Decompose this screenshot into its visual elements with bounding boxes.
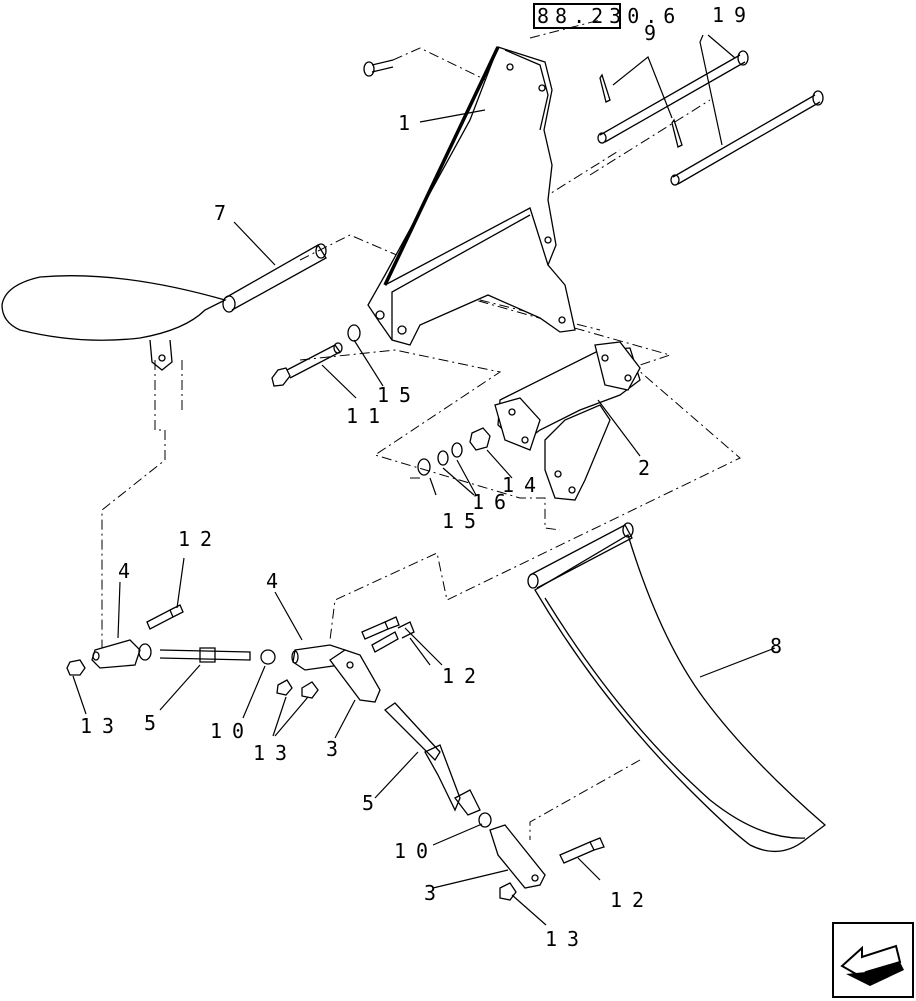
callout-13: 13: [545, 927, 589, 951]
part-7-left-flap: [1, 243, 327, 371]
callout-14: 14: [502, 473, 546, 497]
callout-8: 8: [770, 634, 788, 658]
callout-13: 13: [253, 741, 297, 765]
reference-box: [533, 3, 621, 29]
callout-12: 12: [610, 888, 654, 912]
callout-12: 12: [442, 664, 486, 688]
callout-5: 5: [144, 711, 162, 735]
callout-15: 15: [377, 383, 421, 407]
part-8-right-flap: [527, 522, 827, 852]
center-linkage: [276, 616, 481, 816]
callout-11: 11: [346, 404, 390, 428]
top-bolt: [363, 59, 394, 77]
left-linkage: [66, 604, 251, 676]
fastener-stack-14-15-16: [417, 427, 491, 476]
callout-12: 12: [178, 527, 222, 551]
cotter-pins-9: [599, 73, 683, 148]
callout-9: 9: [644, 21, 662, 45]
callout-15: 15: [442, 509, 486, 533]
callout-3: 3: [424, 881, 442, 905]
reference-number: 88.230.6: [537, 4, 682, 28]
callout-13: 13: [80, 714, 124, 738]
part-1-bracket: [367, 46, 576, 346]
callout-10: 10: [210, 719, 254, 743]
washer-10-top: [260, 649, 276, 665]
lower-linkage: [489, 824, 605, 901]
callouts: 1 2 3 3 4 4 5 5 7 8 9 10 10 11 12 12 12 …: [80, 3, 788, 951]
part-2-mount-bracket: [494, 341, 641, 501]
callout-4: 4: [118, 559, 136, 583]
callout-16: 16: [472, 490, 516, 514]
washer-10-bottom: [478, 812, 492, 828]
callout-7: 7: [214, 201, 232, 225]
previous-page-button[interactable]: [832, 922, 914, 998]
callout-10: 10: [394, 839, 438, 863]
arrow-left-icon: [840, 944, 904, 986]
pins-19: [597, 50, 824, 186]
callout-4: 4: [266, 569, 284, 593]
callout-3: 3: [326, 737, 344, 761]
bolt-11: [271, 342, 343, 387]
leader-lines: [72, 34, 776, 926]
washer-15-top: [347, 324, 361, 342]
callout-1: 1: [398, 111, 416, 135]
callout-19: 19: [712, 3, 756, 27]
callout-5: 5: [362, 791, 380, 815]
callout-2: 2: [638, 456, 656, 480]
